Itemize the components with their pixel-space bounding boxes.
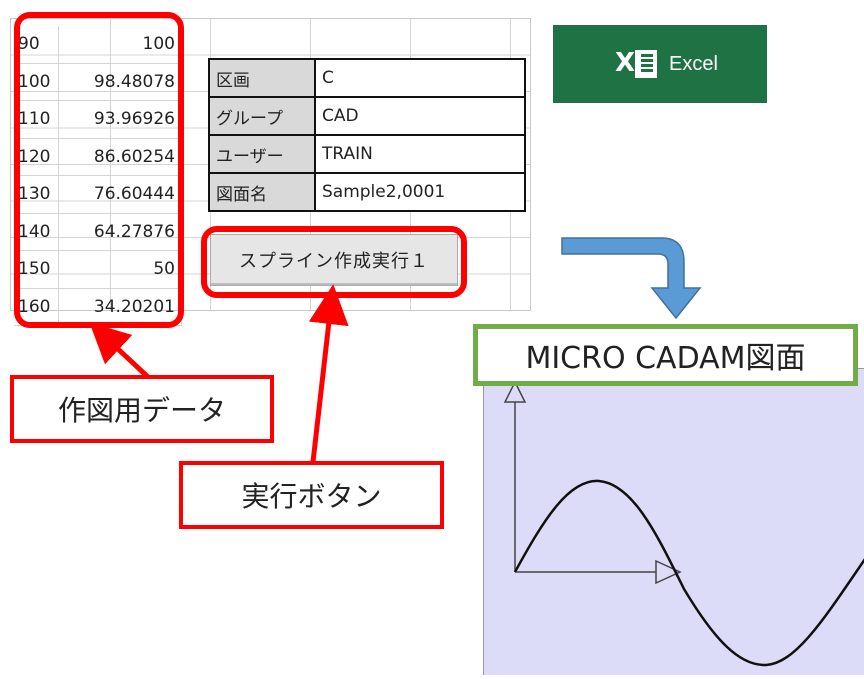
y-axis-arrowhead — [503, 380, 527, 403]
excel-icon — [635, 50, 657, 78]
x-axis-arrowhead — [655, 559, 682, 585]
info-value[interactable]: C — [314, 58, 526, 98]
data-callout-arrow — [89, 322, 150, 379]
execute-button-callout: 実行ボタン — [179, 461, 444, 529]
angle-cell[interactable]: 120 — [14, 138, 59, 176]
info-label: ユーザー — [208, 134, 316, 174]
value-cell[interactable]: 86.60254 — [58, 138, 182, 176]
angle-cell[interactable]: 160 — [14, 288, 59, 326]
angle-cell[interactable]: 130 — [14, 175, 59, 214]
excel-letter: X — [615, 48, 636, 78]
angle-cell[interactable]: 140 — [14, 213, 59, 251]
drawing-data-callout: 作図用データ — [10, 375, 274, 443]
info-label: グループ — [208, 96, 316, 136]
value-cell[interactable]: 50 — [58, 250, 182, 289]
value-cell[interactable]: 76.60444 — [58, 175, 182, 214]
value-cell[interactable]: 64.27876 — [58, 213, 182, 251]
info-value[interactable]: Sample2,0001 — [314, 172, 526, 212]
spline-execute-button[interactable]: スプライン作成実行１ — [210, 234, 458, 286]
excel-logo: X Excel — [553, 25, 767, 103]
value-cell[interactable]: 100 — [58, 26, 182, 64]
info-label: 図面名 — [208, 172, 316, 212]
info-value[interactable]: CAD — [314, 96, 526, 136]
spline-curve — [513, 479, 864, 667]
info-label: 区画 — [208, 58, 316, 98]
value-cell[interactable]: 98.48078 — [58, 63, 182, 101]
flow-arrow — [561, 237, 702, 320]
cadam-title: MICRO CADAM図面 — [473, 324, 858, 386]
value-cell[interactable]: 93.96926 — [58, 100, 182, 139]
angle-cell[interactable]: 150 — [14, 250, 59, 289]
excel-label: Excel — [669, 52, 718, 75]
angle-cell[interactable]: 100 — [14, 63, 59, 101]
spline-drawing — [503, 380, 864, 667]
angle-cell[interactable]: 110 — [14, 100, 59, 139]
button-callout-arrow — [308, 284, 349, 463]
angle-cell[interactable]: 90 — [14, 26, 59, 64]
info-value[interactable]: TRAIN — [314, 134, 526, 174]
sheet-border — [10, 18, 531, 311]
cadam-drawing-canvas — [483, 368, 864, 675]
